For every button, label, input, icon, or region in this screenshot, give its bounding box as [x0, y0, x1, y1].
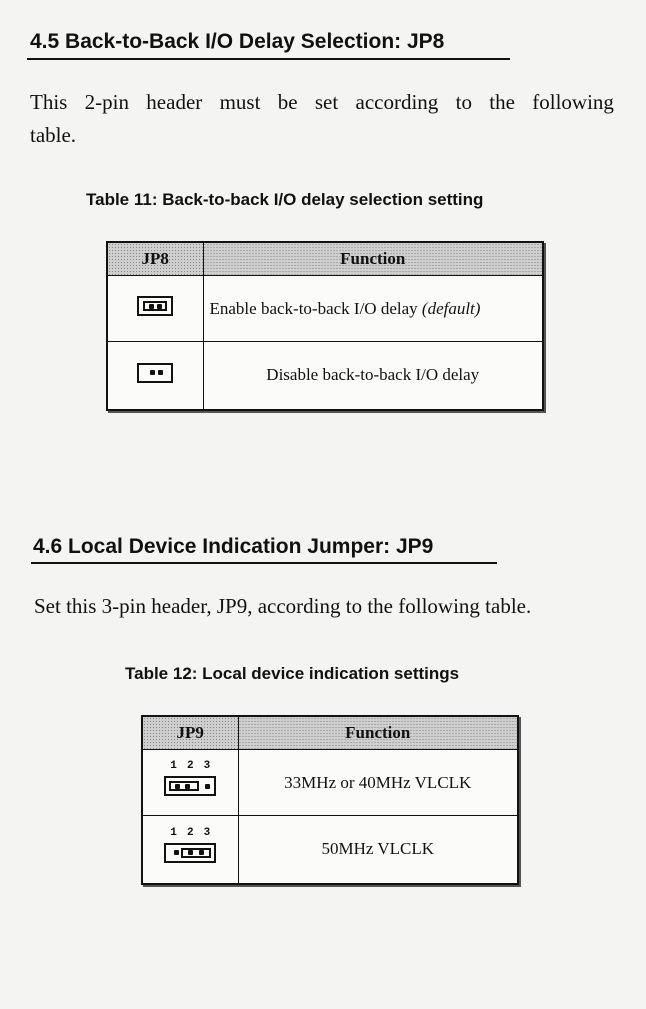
heading-underline: [31, 562, 497, 564]
section-heading-4-6: 4.6 Local Device Indication Jumper: JP9: [33, 535, 434, 558]
paragraph-word: be: [277, 90, 298, 114]
paragraph-word: the: [489, 90, 515, 114]
jumper-cell: 1 2 3: [141, 815, 239, 884]
jumper-3pin-1-2-closed-icon: 1 2 3: [160, 760, 220, 800]
function-text: 50MHz VLCLK: [321, 839, 435, 859]
jumper-cell: 1 2 3: [141, 749, 239, 816]
section-paragraph: Set this 3-pin header, JP9, according to…: [34, 594, 532, 618]
paragraph-word: 2-pin: [84, 90, 129, 114]
paragraph-line: table.: [30, 123, 77, 147]
pin-numbers: 1 2 3: [170, 826, 211, 839]
jumper-cell: [106, 341, 204, 410]
jp8-settings-table: JP8 Function Enable back-to-back I/O del…: [106, 241, 544, 411]
function-text: Disable back-to-back I/O delay: [266, 365, 480, 385]
pin-numbers: 1 2 3: [170, 760, 211, 772]
table-row: Enable back-to-back I/O delay (default): [106, 275, 544, 342]
table-row: Disable back-to-back I/O delay: [106, 341, 544, 410]
table-header-jp9: JP9: [141, 715, 239, 750]
function-cell: 33MHz or 40MHz VLCLK: [237, 749, 519, 816]
paragraph-word: set: [314, 90, 339, 114]
heading-underline: [27, 58, 510, 60]
table-header-jp8: JP8: [106, 241, 204, 276]
table-caption: Table 11: Back-to-back I/O delay selecti…: [86, 190, 484, 209]
table-caption: Table 12: Local device indication settin…: [125, 664, 460, 683]
jumper-3pin-2-3-closed-icon: 1 2 3: [160, 827, 220, 867]
jumper-2pin-open-icon: [137, 362, 174, 383]
paragraph-word: according: [355, 90, 439, 114]
jumper-cell: [106, 275, 204, 342]
table-row: 1 2 3 33MHz or 40MHz VLCLK: [141, 749, 519, 816]
section-heading-4-5: 4.5 Back-to-Back I/O Delay Selection: JP…: [30, 30, 445, 53]
function-text: Enable back-to-back I/O delay: [209, 298, 418, 318]
default-note: (default): [421, 298, 481, 318]
paragraph-word: to: [455, 90, 472, 114]
table-header-function: Function: [237, 715, 519, 750]
table-row: 1 2 3 50MHz VLCLK: [141, 815, 519, 884]
paragraph-word: following: [532, 90, 614, 114]
jp9-settings-table: JP9 Function 1 2 3 33MHz or 40MHz VLCLK: [141, 715, 519, 885]
function-cell: Enable back-to-back I/O delay (default): [202, 275, 544, 342]
paragraph-word: header: [146, 90, 203, 114]
table-header-function: Function: [202, 241, 544, 276]
paragraph-word: This: [30, 90, 68, 114]
function-text: 33MHz or 40MHz VLCLK: [284, 772, 472, 792]
paragraph-word: must: [219, 90, 261, 114]
jumper-2pin-closed-icon: [137, 296, 174, 316]
function-cell: Disable back-to-back I/O delay: [202, 341, 544, 410]
function-cell: 50MHz VLCLK: [237, 815, 519, 884]
